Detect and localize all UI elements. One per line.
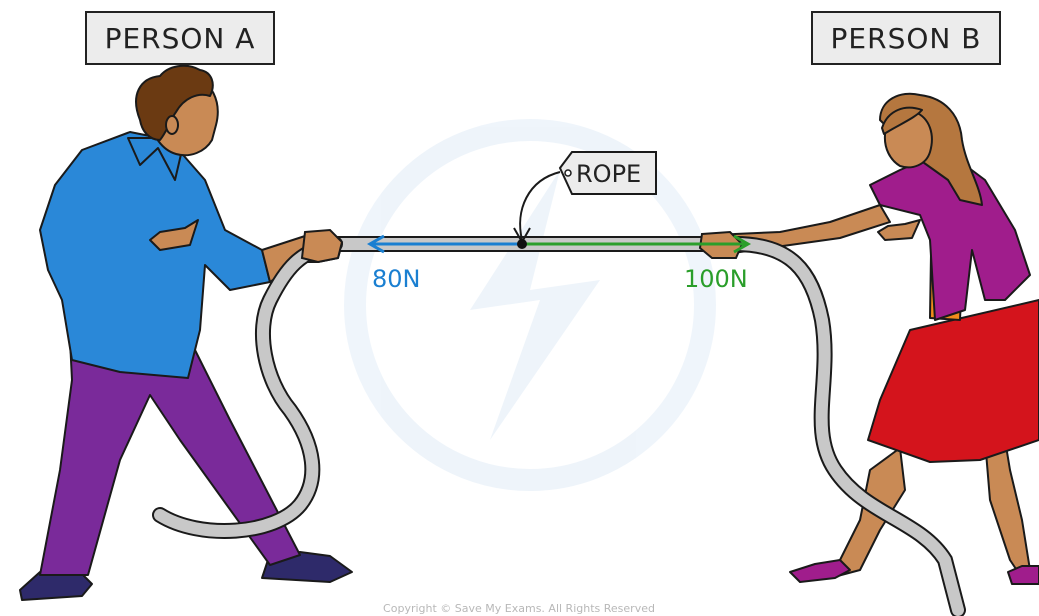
person-b-figure — [701, 92, 1039, 585]
rope — [152, 236, 966, 616]
person-b-label: PERSON B — [811, 11, 1001, 65]
force-arrow-right — [522, 234, 752, 254]
svg-text:ROPE: ROPE — [576, 160, 641, 188]
force-arrow-left — [366, 234, 522, 254]
svg-text:PERSON B: PERSON B — [831, 22, 982, 55]
person-a-figure — [19, 64, 353, 601]
rope-center-point — [517, 239, 527, 249]
watermark-logo — [344, 119, 716, 491]
svg-text:PERSON A: PERSON A — [105, 22, 256, 55]
person-a-label: PERSON A — [85, 11, 275, 65]
copyright-text: Copyright © Save My Exams. All Rights Re… — [383, 602, 655, 615]
person-a-hand — [300, 228, 344, 264]
force-label-80n: 80N — [372, 265, 421, 293]
force-label-100n: 100N — [684, 265, 748, 293]
rope-tag: ROPE — [513, 151, 657, 245]
